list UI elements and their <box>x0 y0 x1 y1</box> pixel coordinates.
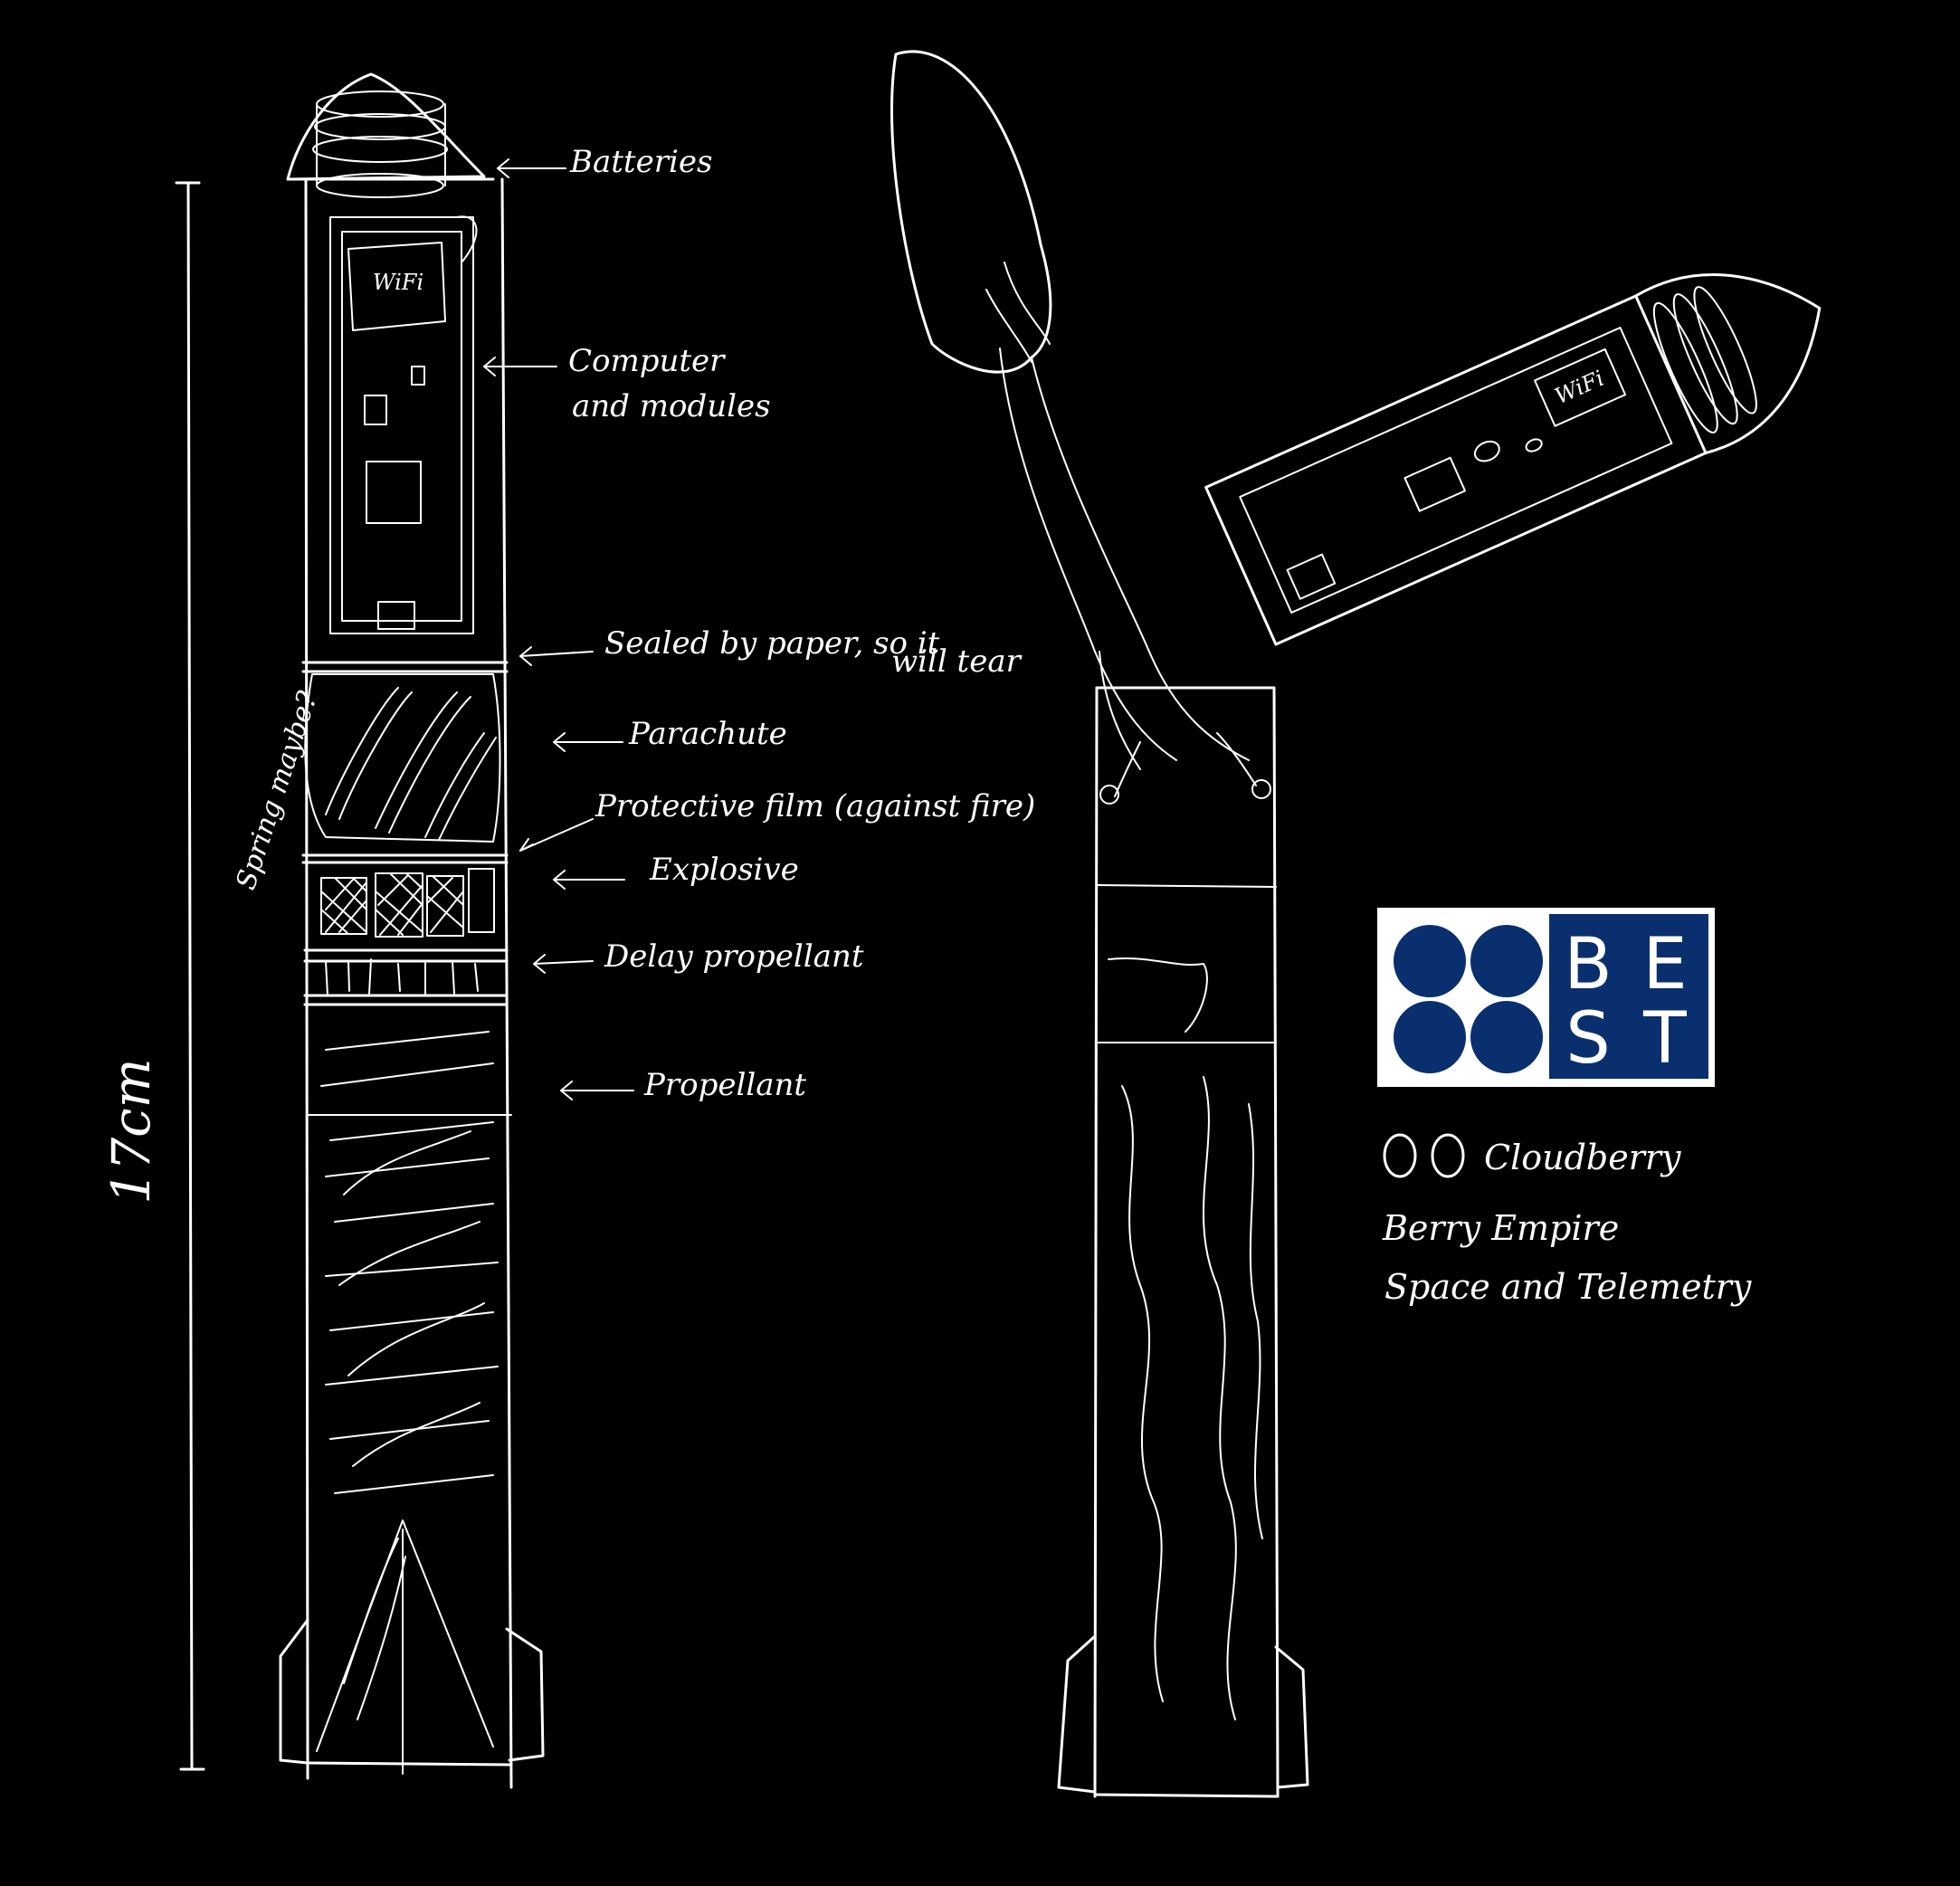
dimension-label: 17cm <box>100 1058 162 1204</box>
team-name: Cloudberry <box>1484 1138 1681 1177</box>
rocket-cross-section: WiFi <box>281 74 543 1787</box>
computer-label-line2: and modules <box>572 388 771 424</box>
cloudberry-mark <box>1432 1135 1463 1176</box>
team-line-1: Berry Empire <box>1382 1208 1619 1248</box>
team-line-2: Space and Telemetry <box>1384 1267 1752 1307</box>
logo-dot <box>1394 925 1466 997</box>
logo-dot <box>1470 925 1543 997</box>
logo-dot <box>1394 1001 1466 1073</box>
dimension-marker: 17cm <box>100 183 204 1769</box>
deployed-nose-section: WiFi <box>1205 229 1855 646</box>
propellant-label: Propellant <box>643 1067 806 1103</box>
protective-film-label: Protective film (against fire) <box>595 788 1035 824</box>
logo-letter-e: E <box>1642 924 1687 1005</box>
sealed-label-line1: Sealed by paper, so it <box>604 625 940 662</box>
parachute-label: Parachute <box>628 716 787 752</box>
left-fin <box>281 1620 308 1763</box>
logo-letter-b: B <box>1564 924 1613 1005</box>
battery-stack <box>313 91 447 197</box>
rocket-deployed <box>892 52 1308 1796</box>
explosive-charges <box>321 869 494 937</box>
logo-letter-t: T <box>1642 998 1687 1080</box>
cloudberry-mark <box>1384 1135 1415 1176</box>
computer-bay: WiFi <box>330 216 476 633</box>
delay-propellant <box>305 950 507 1005</box>
team-signature: Cloudberry Berry Empire Space and Teleme… <box>1382 1135 1752 1307</box>
delay-propellant-label: Delay propellant <box>604 938 864 975</box>
nozzle <box>317 1520 493 1751</box>
parachute <box>305 674 500 842</box>
batteries-label: Batteries <box>569 144 712 180</box>
deployed-right-fin <box>1276 1647 1308 1787</box>
deployed-parachute <box>892 52 1051 372</box>
propellant-grain <box>308 1032 511 1774</box>
deployed-left-fin <box>1059 1636 1095 1792</box>
computer-label-line1: Computer <box>568 343 726 379</box>
logo-dot <box>1470 1001 1543 1073</box>
explosive-label: Explosive <box>649 852 799 888</box>
wifi-module-label: WiFi <box>373 270 423 295</box>
logo-letter-s: S <box>1565 998 1611 1080</box>
deployed-wifi-label: WiFi <box>1551 366 1608 409</box>
best-logo: B E S T <box>1377 908 1715 1087</box>
sealed-label-line2: will tear <box>891 643 1023 680</box>
